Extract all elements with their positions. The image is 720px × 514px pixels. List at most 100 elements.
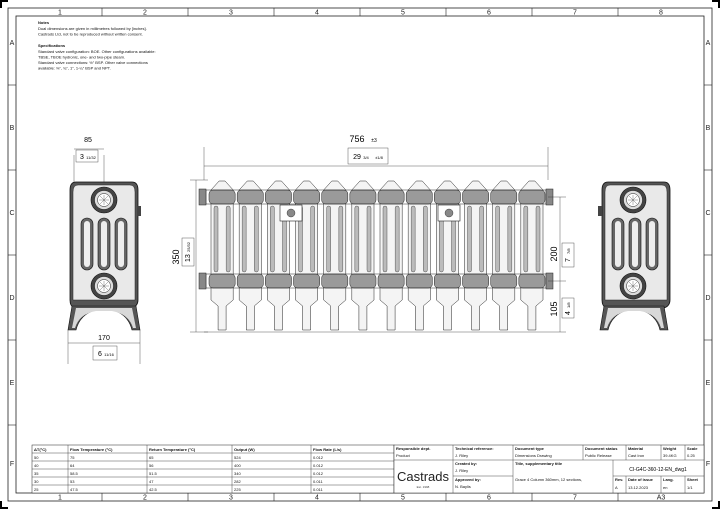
side-depth-top-in-whole: 3 — [80, 154, 84, 161]
table-cell: 40 — [34, 463, 39, 468]
created-by-label: Created by: — [455, 461, 477, 466]
date-label: Date of issue — [628, 477, 654, 482]
row-marker-e: E — [10, 380, 15, 387]
length-in-whole: 29 — [353, 154, 361, 161]
scale: 0.25 — [687, 453, 696, 458]
row-marker-a-right: A — [706, 40, 711, 47]
table-cell: 30 — [34, 479, 39, 484]
table-cell: 0.012 — [313, 455, 324, 460]
row-marker-a: A — [10, 40, 15, 47]
sheet-label: Sheet — [687, 477, 699, 482]
table-cell: 53 — [70, 479, 75, 484]
title-label: Title, supplementary title — [515, 461, 563, 466]
created-by: J. Riley — [455, 468, 468, 473]
side-depth-bottom-mm: 170 — [98, 335, 110, 342]
responsible-dept: Product — [396, 453, 411, 458]
weight-label: Weight — [663, 446, 677, 451]
company-logo-sub: Est. 1998 — [417, 485, 430, 489]
length-in-tol: ±1/8 — [375, 155, 384, 160]
table-cell: 47.5 — [70, 487, 79, 492]
radiator-section — [349, 180, 377, 331]
col-marker-6-bottom: 6 — [487, 495, 491, 502]
row-marker-d: D — [9, 295, 14, 302]
col-marker-3-bottom: 3 — [229, 495, 233, 502]
col-marker-5: 5 — [401, 10, 405, 17]
drawing-number: CI-G4C-360-12-EN_dwg1 — [629, 467, 687, 473]
date-of-issue: 13.12.2023 — [628, 485, 649, 490]
table-cell: 0.012 — [313, 471, 324, 476]
length-tol: ±3 — [371, 138, 377, 144]
performance-table: ΔT(°C) Flow Temperature (°C) Return Temp… — [31, 444, 395, 494]
col-marker-6: 6 — [487, 10, 491, 17]
company-logo: Castrads — [397, 469, 450, 484]
table-cell: 50 — [34, 455, 39, 460]
lang: en — [663, 485, 667, 490]
side-depth-top-inch-box — [75, 149, 99, 163]
notes-line-2: Castrads Ltd, not to be reproduced witho… — [38, 32, 143, 37]
floor-in-frac: 1/8 — [566, 302, 571, 308]
radiator-section — [321, 180, 349, 331]
spec-line-2: TBSE, TBOE hydronic, one- and two-pipe s… — [38, 55, 125, 60]
centres-in-frac: 7/8 — [566, 248, 571, 254]
rev: A — [615, 485, 618, 490]
table-cell: 340 — [234, 471, 241, 476]
document-type-label: Document type — [515, 446, 545, 451]
table-cell: 64 — [70, 463, 75, 468]
col-marker-2-bottom: 2 — [143, 495, 147, 502]
length-inch-box — [347, 147, 389, 165]
floor-inch-box — [561, 297, 575, 319]
height-mm: 350 — [171, 249, 181, 264]
centres-in-whole: 7 — [565, 258, 572, 262]
centres-mm: 200 — [549, 246, 559, 261]
col-marker-4-bottom: 4 — [315, 495, 319, 502]
document-type: Dimensions Drawing — [515, 453, 552, 458]
radiator-section — [462, 180, 489, 331]
length-mm: 756 — [349, 134, 364, 144]
table-header-flow-rate: Flow Rate (L/s) — [313, 447, 342, 452]
spec-line-4: available: ⅜", ¾", 1", 1-¼" BSP and NPT. — [38, 66, 111, 71]
table-cell: 400 — [234, 463, 241, 468]
col-marker-1-bottom: 1 — [58, 495, 62, 502]
table-cell: 524 — [234, 455, 241, 460]
col-marker-1: 1 — [58, 10, 62, 17]
table-cell: 225 — [234, 487, 241, 492]
notes-heading: Notes — [38, 20, 50, 25]
radiator-section — [236, 180, 264, 331]
spec-line-3: Standard valve connections: ½" BSP. Othe… — [38, 60, 148, 65]
notes-block: Notes Dual dimensions are given in milli… — [38, 20, 156, 71]
technical-reference: J. Riley — [455, 453, 468, 458]
radiator-section — [293, 180, 320, 331]
side-depth-bottom-in-frac: 11/16 — [104, 352, 114, 357]
col-marker-8-bottom: A3 — [657, 495, 666, 502]
material-label: Material — [628, 446, 643, 451]
approved-by: N. Baylis — [455, 484, 471, 489]
length-in-frac: 3/4 — [363, 155, 369, 160]
sheet-number: 1/1 — [687, 485, 693, 490]
technical-reference-label: Technical reference: — [455, 446, 494, 451]
floor-mm: 105 — [549, 301, 559, 316]
table-cell: 51.5 — [149, 471, 158, 476]
responsible-dept-label: Responsible dept. — [396, 446, 430, 451]
col-marker-2: 2 — [143, 10, 147, 17]
side-depth-bottom-inch-box — [92, 345, 118, 361]
spec-heading: Specifications — [38, 43, 66, 48]
table-cell: 0.011 — [313, 487, 323, 492]
radiator-section — [405, 180, 433, 331]
side-depth-top-in-frac: 11/32 — [86, 155, 96, 160]
rev-label: Rev. — [615, 477, 623, 482]
row-marker-b: B — [10, 125, 15, 132]
table-cell: 282 — [234, 479, 241, 484]
table-cell: 35 — [34, 471, 39, 476]
table-header-return-temp: Return Temperature (°C) — [149, 447, 196, 452]
drawing-title: Grace 4 Column 360mm, 12 sections, — [515, 477, 582, 482]
row-marker-d-right: D — [705, 295, 710, 302]
document-status: Public Release — [585, 453, 612, 458]
radiator-section — [208, 180, 236, 331]
approved-by-label: Approved by: — [455, 477, 481, 482]
table-cell: 0.011 — [313, 479, 323, 484]
front-view: 756 ±3 29 3/4 ±1/8 350 13 25/32 — [171, 134, 575, 333]
col-marker-7: 7 — [573, 10, 577, 17]
floor-in-whole: 4 — [565, 311, 572, 315]
table-cell: 42.5 — [149, 487, 158, 492]
